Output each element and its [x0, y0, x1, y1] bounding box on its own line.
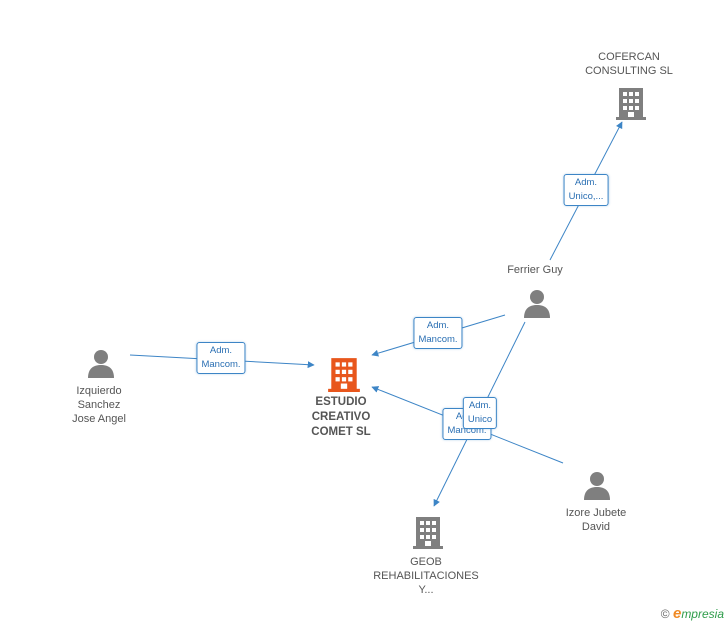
brand-name: mpresia [681, 607, 724, 621]
brand-footer[interactable]: © empresia [661, 605, 724, 622]
edge-badge-ferrier-geob[interactable]: Adm. Unico [462, 397, 498, 429]
copyright-symbol: © [660, 607, 670, 621]
brand-logo-e: e [672, 605, 682, 622]
node-label-izore[interactable]: Izore Jubete David [565, 507, 627, 533]
edge-badge-ferrier-cofercan[interactable]: Adm. Unico,... [563, 174, 609, 206]
edge-badge-izquierdo-estudio[interactable]: Adm. Mancom. [196, 342, 246, 374]
node-label-estudio[interactable]: ESTUDIO CREATIVO COMET SL [311, 396, 371, 438]
building-icon[interactable] [616, 86, 646, 120]
building-icon[interactable] [413, 515, 443, 549]
node-label-geob[interactable]: GEOB REHABILITACIONES Y... [373, 556, 479, 596]
building-icon[interactable] [328, 356, 360, 392]
person-icon[interactable] [522, 288, 552, 318]
edge-badge-ferrier-estudio[interactable]: Adm. Mancom. [413, 317, 463, 349]
node-label-ferrier[interactable]: Ferrier Guy [507, 264, 563, 276]
node-label-izquierdo[interactable]: Izquierdo Sanchez Jose Angel [72, 385, 126, 425]
person-icon[interactable] [86, 348, 116, 378]
node-label-cofercan[interactable]: COFERCAN CONSULTING SL [585, 51, 673, 77]
person-icon[interactable] [582, 470, 612, 500]
